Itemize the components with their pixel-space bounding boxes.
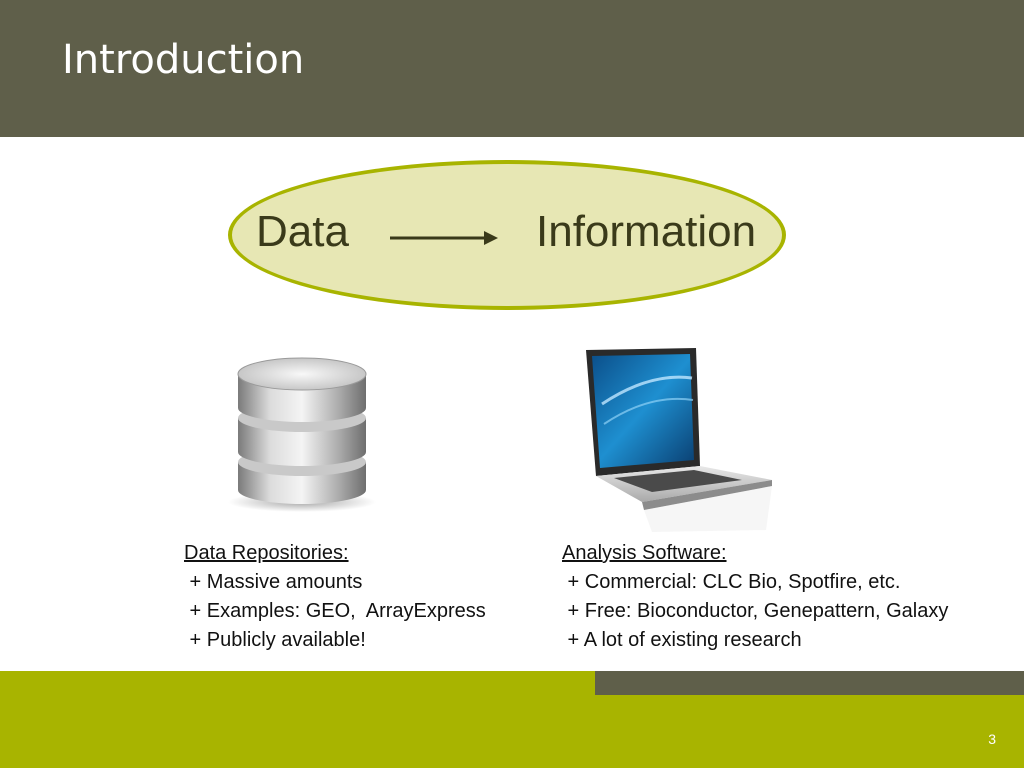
information-label: Information <box>536 207 757 256</box>
header-bar <box>0 0 1024 137</box>
data-label: Data <box>256 207 349 256</box>
arrow-right-icon <box>390 231 498 245</box>
list-item: + Massive amounts <box>184 571 363 593</box>
repositories-heading: Data Repositories: <box>184 542 349 564</box>
software-section: Analysis Software: + Commercial: CLC Bio… <box>562 539 948 655</box>
page-number: 3 <box>988 731 996 747</box>
list-item: + Free: Bioconductor, Genepattern, Galax… <box>562 600 949 622</box>
repositories-section: Data Repositories: + Massive amounts + E… <box>184 539 486 655</box>
data-information-ellipse <box>228 160 786 310</box>
laptop-icon <box>586 348 772 532</box>
footer-accent-bar <box>595 671 1024 695</box>
slide-title: Introduction <box>62 37 305 83</box>
list-item: + A lot of existing research <box>562 629 802 651</box>
database-icon <box>228 357 376 512</box>
list-item: + Examples: GEO, ArrayExpress <box>184 600 486 622</box>
software-heading: Analysis Software: <box>562 542 727 564</box>
list-item: + Publicly available! <box>184 629 366 651</box>
list-item: + Commercial: CLC Bio, Spotfire, etc. <box>562 571 901 593</box>
